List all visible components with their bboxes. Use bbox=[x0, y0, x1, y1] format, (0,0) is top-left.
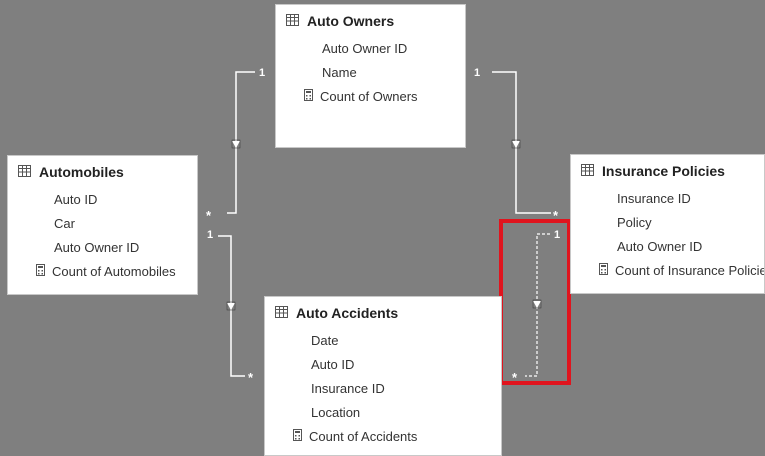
measure-label: Count of Insurance Policies bbox=[615, 263, 764, 278]
field-auto-owner-id[interactable]: Auto Owner ID bbox=[54, 240, 140, 255]
calculator-icon bbox=[36, 260, 45, 284]
relationship-automobiles-accidents[interactable]: 1 * bbox=[207, 229, 254, 385]
many-cardinality-label: * bbox=[553, 208, 559, 223]
filter-direction-arrow-icon bbox=[533, 301, 541, 308]
measure-label: Count of Owners bbox=[320, 89, 418, 104]
field-auto-id[interactable]: Auto ID bbox=[54, 192, 98, 207]
table-header[interactable]: Auto Accidents bbox=[265, 297, 501, 329]
measure-count-of-accidents[interactable]: Count of Accidents bbox=[265, 425, 501, 449]
table-title: Auto Accidents bbox=[296, 305, 399, 321]
many-cardinality-label: * bbox=[248, 370, 254, 385]
table-card-automobiles[interactable]: Automobiles Auto ID Car Auto Owner ID Co… bbox=[7, 155, 198, 295]
field-date[interactable]: Date bbox=[311, 333, 339, 348]
table-card-auto-owners[interactable]: Auto Owners Auto Owner ID Name Count of … bbox=[275, 4, 466, 148]
measure-count-of-owners[interactable]: Count of Owners bbox=[276, 85, 465, 109]
table-card-auto-accidents[interactable]: Auto Accidents Date Auto ID Insurance ID… bbox=[264, 296, 502, 456]
calculator-icon bbox=[304, 85, 313, 109]
field-insurance-id[interactable]: Insurance ID bbox=[311, 381, 385, 396]
table-header[interactable]: Insurance Policies bbox=[571, 155, 764, 187]
many-cardinality-label: * bbox=[512, 370, 518, 385]
filter-direction-arrow-icon bbox=[232, 141, 240, 148]
filter-direction-arrow-icon bbox=[512, 141, 520, 148]
relationship-owners-insurance[interactable]: 1 * bbox=[474, 67, 559, 223]
relationship-insurance-accidents-inactive[interactable]: 1 * bbox=[512, 229, 560, 385]
relationship-owners-automobiles[interactable]: 1 * bbox=[206, 67, 265, 223]
table-title: Automobiles bbox=[39, 164, 124, 180]
calculator-icon bbox=[293, 425, 302, 449]
many-cardinality-label: * bbox=[206, 208, 212, 223]
field-auto-owner-id[interactable]: Auto Owner ID bbox=[617, 239, 703, 254]
field-name[interactable]: Name bbox=[322, 65, 357, 80]
table-grid-icon bbox=[18, 164, 31, 180]
table-header[interactable]: Automobiles bbox=[8, 156, 197, 188]
field-auto-id[interactable]: Auto ID bbox=[311, 357, 355, 372]
measure-count-of-insurance-policies[interactable]: Count of Insurance Policies bbox=[571, 259, 764, 283]
table-title: Auto Owners bbox=[307, 13, 395, 29]
field-policy[interactable]: Policy bbox=[617, 215, 652, 230]
table-grid-icon bbox=[275, 305, 288, 321]
measure-label: Count of Accidents bbox=[309, 429, 418, 444]
table-title: Insurance Policies bbox=[602, 163, 725, 179]
field-insurance-id[interactable]: Insurance ID bbox=[617, 191, 691, 206]
one-cardinality-label: 1 bbox=[259, 67, 265, 79]
table-grid-icon bbox=[286, 13, 299, 29]
measure-label: Count of Automobiles bbox=[52, 264, 176, 279]
table-header[interactable]: Auto Owners bbox=[276, 5, 465, 37]
field-location[interactable]: Location bbox=[311, 405, 361, 420]
measure-count-of-automobiles[interactable]: Count of Automobiles bbox=[8, 260, 197, 284]
filter-direction-arrow-icon bbox=[227, 303, 235, 310]
field-auto-owner-id[interactable]: Auto Owner ID bbox=[322, 41, 408, 56]
one-cardinality-label: 1 bbox=[474, 67, 480, 79]
table-card-insurance-policies[interactable]: Insurance Policies Insurance ID Policy A… bbox=[570, 154, 765, 294]
one-cardinality-label: 1 bbox=[207, 229, 213, 241]
field-car[interactable]: Car bbox=[54, 216, 75, 231]
one-cardinality-label: 1 bbox=[554, 229, 560, 241]
table-grid-icon bbox=[581, 163, 594, 179]
calculator-icon bbox=[599, 259, 608, 283]
